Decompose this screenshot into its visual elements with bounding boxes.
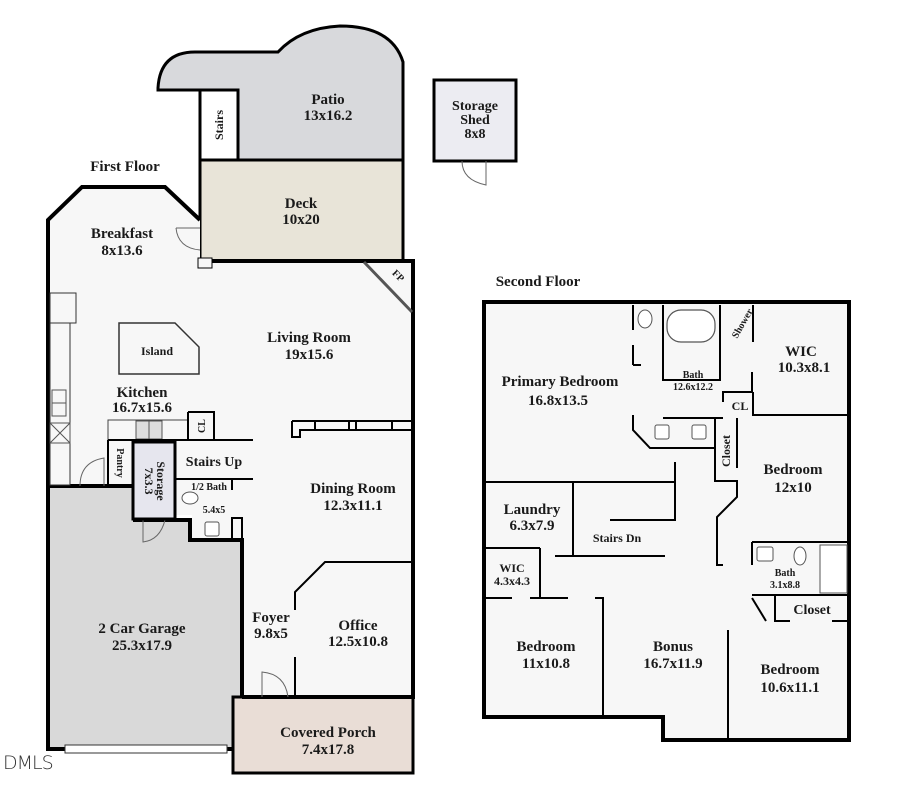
closet-vertical-label: Closet [719,435,733,467]
patio-area [156,24,405,162]
wic-small-name: WIC [499,561,524,575]
stairs-dn-label: Stairs Dn [593,531,642,545]
storage-shed-name-1: Storage [452,99,498,114]
primary-bedroom-dims: 16.8x13.5 [528,393,588,409]
kitchen-closet-label: CL [197,419,208,433]
foyer-name: Foyer [252,610,290,626]
patio-name: Patio [311,92,344,108]
primary-bedroom-name: Primary Bedroom [502,374,619,390]
bedroom-2-dims: 12x10 [774,480,812,496]
half-bath-dims: 5.4x5 [203,505,226,516]
front-door-icon [261,671,289,698]
office-name: Office [338,618,377,634]
storage-dims: 7x3.3 [142,468,156,495]
half-bath-name: 1/2 Bath [191,482,227,493]
wic-small-dims: 4.3x4.3 [494,574,530,588]
living-room-dims: 19x15.6 [285,347,334,363]
office-dims: 12.5x10.8 [328,634,388,650]
bath-2-name: Bath [775,568,796,579]
bonus-name: Bonus [653,639,693,655]
dishwasher-icon [49,422,71,444]
covered-porch-dims: 7.4x17.8 [302,742,355,758]
bath-2-dims: 3.1x8.8 [770,580,800,591]
bedroom-2-name: Bedroom [764,462,823,478]
deck-name: Deck [285,196,318,212]
garage-name: 2 Car Garage [98,621,186,637]
primary-bath-name: Bath [683,370,704,381]
first-floor-interior [48,187,413,697]
bath-2-tub-icon [819,544,848,594]
first-floor-exterior-wall [46,185,415,699]
laundry-dims: 6.3x7.9 [510,518,555,534]
pantry-label: Pantry [114,448,125,477]
kitchen-dims: 16.7x15.6 [112,400,173,416]
bonus-dims: 16.7x11.9 [643,656,702,672]
primary-sink-left-icon [654,424,670,440]
toilet-icon [181,491,199,505]
deck-dims: 10x20 [282,212,320,228]
storage-room [131,440,177,521]
bath-2-sink-icon [756,546,774,562]
primary-sink-right-icon [691,424,707,440]
pantry-door-icon [79,457,105,487]
bedroom-4-name: Bedroom [761,662,820,678]
covered-porch-name: Covered Porch [280,725,376,741]
primary-toilet-icon [637,309,653,329]
bedroom-3-dims: 11x10.8 [522,656,570,672]
bath-2-toilet-icon [793,546,807,566]
island-label: Island [141,344,173,358]
foyer-dims: 9.8x5 [254,626,288,642]
bathtub-icon [666,309,716,343]
garage-door[interactable] [64,744,228,754]
breakfast-name: Breakfast [91,226,153,242]
second-floor-title: Second Floor [496,274,581,290]
shed-door-icon [461,160,487,186]
bedroom-3-name: Bedroom [517,639,576,655]
storage-shed [432,78,518,163]
kitchen-name: Kitchen [117,385,168,401]
closet-2-label: Closet [793,603,831,618]
storage-shed-name-2: Shed [460,113,490,128]
mls-watermark: DMLS [3,752,54,774]
patio-dims: 13x16.2 [304,108,353,124]
kitchen-island [118,322,200,375]
storage-shed-dims: 8x8 [465,127,486,142]
laundry-name: Laundry [504,502,561,518]
dining-room-name: Dining Room [310,481,396,497]
bedroom-4-dims: 10.6x11.1 [760,680,819,696]
bath-sink-icon [204,521,220,537]
first-floor-title: First Floor [90,159,160,175]
breakfast-dims: 8x13.6 [101,243,143,259]
cl-label: CL [732,399,749,413]
stairs-up-label: Stairs Up [186,455,243,470]
storage-name: Storage [154,461,168,501]
living-room-name: Living Room [267,330,351,346]
wic-primary-dims: 10.3x8.1 [778,360,831,376]
primary-bath-dims: 12.6x12.2 [673,382,713,393]
outdoor-stairs-label: Stairs [212,110,226,140]
deck-door-icon [175,227,201,251]
garage-dims: 25.3x17.9 [112,638,172,654]
dining-room-dims: 12.3x11.1 [323,498,382,514]
garage-entry-door-icon [142,519,166,543]
wic-primary-name: WIC [785,344,817,360]
